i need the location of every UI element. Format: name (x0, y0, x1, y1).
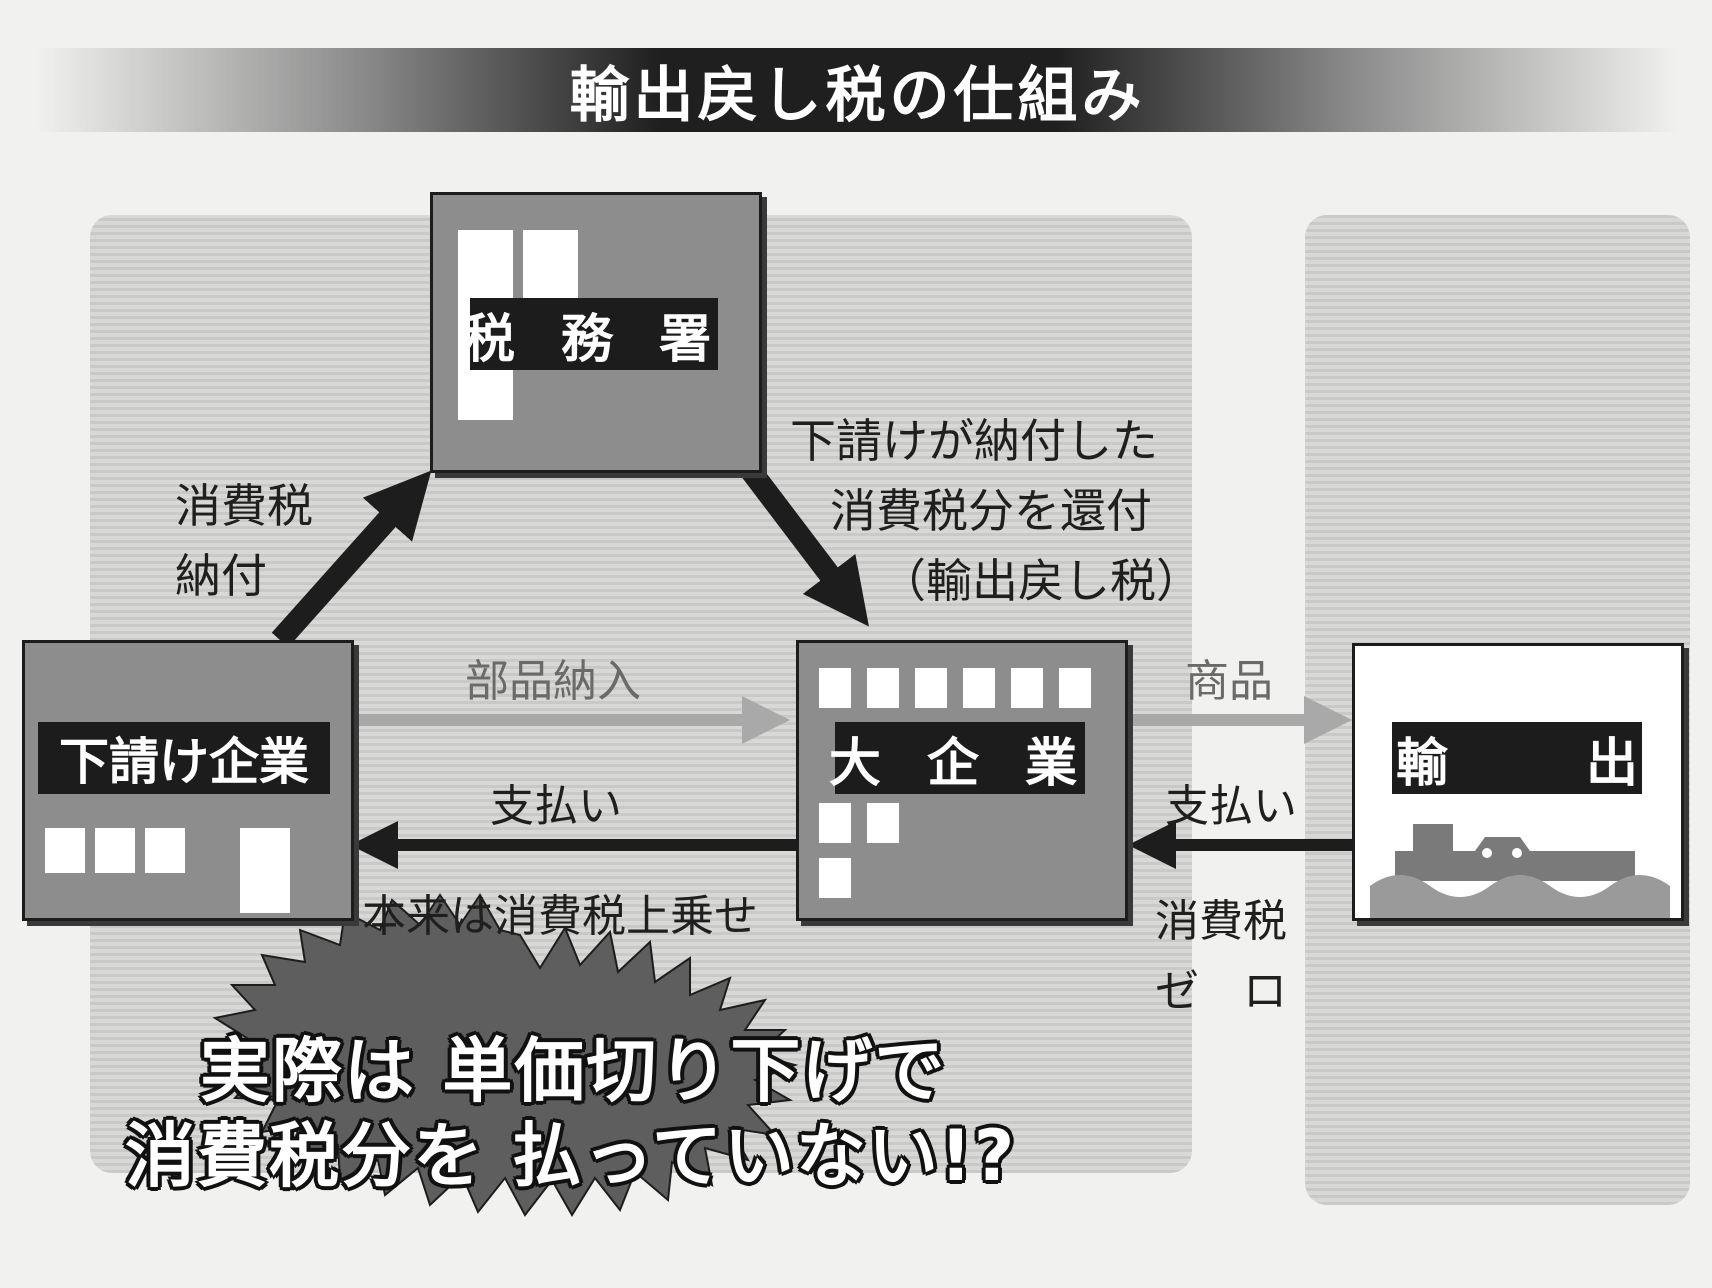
tax-payment-label-1: 消費税 (175, 479, 313, 533)
payment-from-export-label: 支払い (1165, 781, 1297, 832)
building-window (1011, 668, 1043, 708)
building-window (819, 803, 851, 843)
subcontractor-label: 下請け企業 (38, 722, 330, 794)
tax-note-label: 本来は消費税上乗せ (362, 891, 758, 942)
building-window (819, 858, 851, 898)
building-window (45, 828, 85, 873)
parts-delivery-label: 部品納入 (465, 656, 641, 707)
building-window (963, 668, 995, 708)
title-banner: 輸出戻し税の仕組み (35, 48, 1680, 132)
goods-label: 商品 (1185, 656, 1273, 707)
callout-line-2: 消費税分を 払っていない!? (125, 1115, 1017, 1197)
callout-line-1: 実際は 単価切り下げで (200, 1030, 947, 1112)
building-window (95, 828, 135, 873)
arrow-tax-payment (271, 470, 432, 648)
building-window (867, 803, 899, 843)
tax-office-label: 税 務 署 (463, 298, 718, 370)
building-window (523, 230, 578, 305)
export-label: 輸 出 (1392, 722, 1642, 794)
building-window (867, 668, 899, 708)
tax-payment-label-2: 納付 (175, 549, 267, 603)
large-company-label: 大 企 業 (829, 722, 1085, 794)
building-window (819, 668, 851, 708)
building-door (240, 828, 290, 913)
callout-burst (212, 893, 799, 1217)
building-window (1059, 668, 1091, 708)
building-window (145, 828, 185, 873)
refund-label-3: （輸出戻し税） (880, 554, 1202, 608)
diagram-title: 輸出戻し税の仕組み (569, 60, 1146, 131)
arrow-tax-refund (726, 443, 869, 627)
refund-label-2: 消費税分を還付 (830, 484, 1152, 538)
building-window (915, 668, 947, 708)
zero-tax-label-2: ゼ ロ (1155, 966, 1287, 1017)
refund-label-1: 下請けが納付した (790, 414, 1158, 468)
payment-to-sub-label: 支払い (490, 781, 622, 832)
ship-icon (1370, 824, 1670, 918)
zero-tax-label-1: 消費税 (1155, 896, 1287, 947)
